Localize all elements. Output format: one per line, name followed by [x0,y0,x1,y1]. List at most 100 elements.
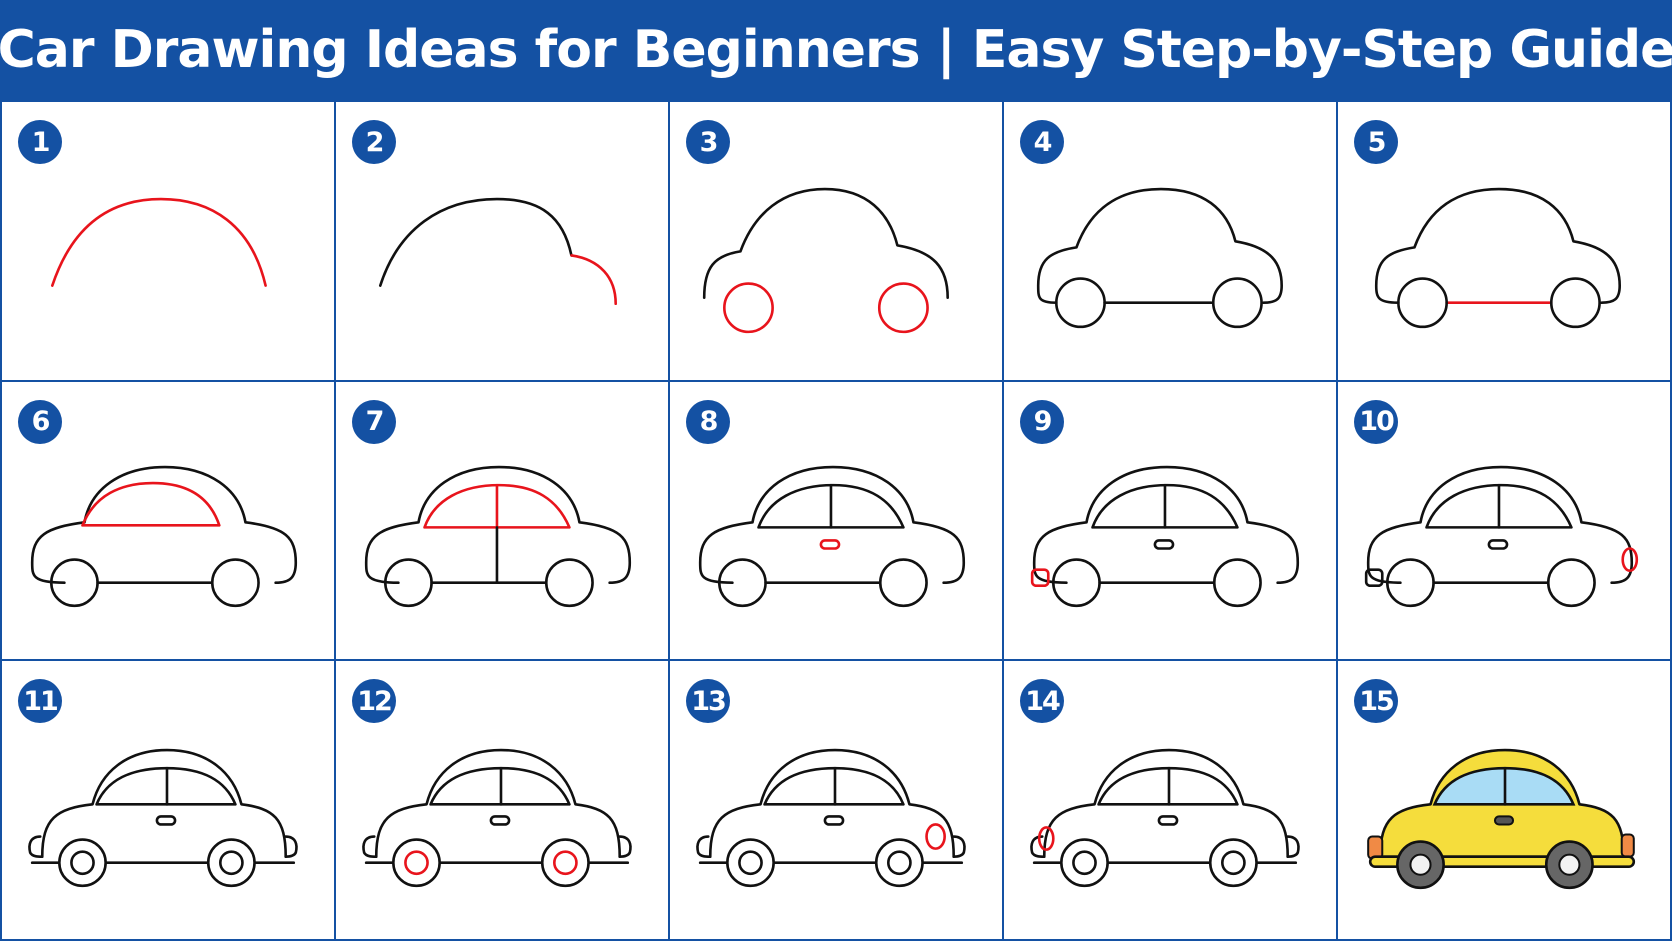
car-wheel-front [1051,557,1101,607]
car-body-outline [30,465,298,584]
car-drawing-step-5 [1374,187,1622,329]
car-body-outline [702,187,949,299]
roof-arc [378,197,573,287]
front-lamp-detail [1037,826,1055,852]
step-number-badge: 1 [18,120,62,164]
step-cell-12: 12 [336,661,668,939]
car-wheel-front [717,557,767,607]
car-drawing-step-1 [50,197,267,287]
car-wheel-front [383,557,433,607]
step-cell-1: 1 [2,102,334,380]
door-handle [819,538,841,550]
car-drawing-step-9 [1030,465,1300,607]
rear-light [1621,546,1639,572]
car-drawing-step-13 [696,749,966,888]
door-handle [1493,815,1515,826]
car-wheel-rear [874,838,924,888]
steps-grid: 1 2 3 4 5 6 7 8 9 10 11 12 13 14 15 [0,100,1672,941]
car-body-outline [40,749,288,859]
step-cell-5: 5 [1338,102,1670,380]
step-cell-8: 8 [670,381,1002,660]
step-number-badge: 7 [352,399,396,444]
door-handle [1487,538,1509,550]
car-wheel-rear [1208,838,1258,888]
rear-light [284,835,298,859]
car-wheel-rear [1212,557,1262,607]
step-number-badge: 11 [18,679,62,724]
car-wheel-front [1397,277,1448,329]
front-bumper-light [696,835,712,859]
car-wheel-front [49,557,99,607]
step-cell-13: 13 [670,661,1002,939]
rear-light [1620,833,1635,859]
step-number-badge: 8 [686,399,730,444]
car-drawing-step-6 [30,465,298,607]
hubcap-front [70,850,95,876]
front-bumper-light [362,835,378,859]
car-body-outline [1036,187,1283,305]
step-cell-10: 10 [1338,381,1670,660]
car-wheel-rear [878,557,928,607]
car-wheel-front [726,838,775,888]
hubcap-rear [1558,853,1581,877]
step-number-badge: 4 [1020,120,1064,164]
window-outline [423,483,571,529]
car-body-outline [1042,749,1290,859]
door-handle [155,815,177,827]
window-outline [81,481,221,527]
car-wheel-rear [206,838,256,888]
step-number-badge: 5 [1354,120,1398,164]
step-cell-7: 7 [336,381,668,660]
door-handle [1153,538,1175,550]
car-body-outline [364,465,632,584]
front-bumper-light [1030,835,1046,859]
roof-arc [50,197,267,287]
step-number-badge: 9 [1020,399,1064,444]
car-wheel-front [58,838,107,888]
car-drawing-step-7 [364,465,632,607]
rear-light [952,835,966,859]
step-number-badge: 14 [1020,679,1064,724]
car-body-outline [1374,187,1622,305]
hubcap-rear [887,850,912,876]
rear-light [618,835,632,859]
car-drawing-step-14 [1030,749,1300,888]
car-wheel-rear [210,557,260,607]
step-number-badge: 6 [18,399,62,444]
car-wheel-front [1385,557,1435,607]
car-drawing-step-2 [378,197,617,306]
step-cell-15: 15 [1338,661,1670,939]
hubcap-rear [1221,850,1246,876]
title-bar: Car Drawing Ideas for Beginners | Easy S… [0,0,1672,100]
step-number-badge: 15 [1354,679,1398,724]
door-handle [823,815,845,827]
front-bumper-light [28,835,44,859]
step-number-badge: 13 [686,679,730,724]
step-number-badge: 3 [686,120,730,164]
car-wheel-front [1055,277,1106,329]
car-wheel-front [1060,838,1109,888]
window-outline [1425,483,1573,529]
hubcap-rear [219,850,244,876]
step-cell-4: 4 [1004,102,1336,380]
window-outline [1091,483,1239,529]
hubcap-front [404,850,429,876]
page-title: Car Drawing Ideas for Beginners | Easy S… [0,20,1672,80]
step-cell-11: 11 [2,661,334,939]
door-handle [489,815,511,827]
hubcap-front [1072,850,1097,876]
step-cell-14: 14 [1004,661,1336,939]
car-wheel-front [723,282,774,334]
car-wheel-rear [877,282,929,334]
car-body-outline [1366,465,1634,584]
front-bumper-light [1030,567,1050,587]
car-wheel-rear [1549,277,1601,329]
hubcap-rear [553,850,578,876]
window-outline [757,483,905,529]
step-cell-9: 9 [1004,381,1336,660]
door-handle [1157,815,1179,827]
car-body-outline [708,749,956,859]
car-drawing-step-4 [1036,187,1283,329]
car-wheel-rear [540,838,590,888]
